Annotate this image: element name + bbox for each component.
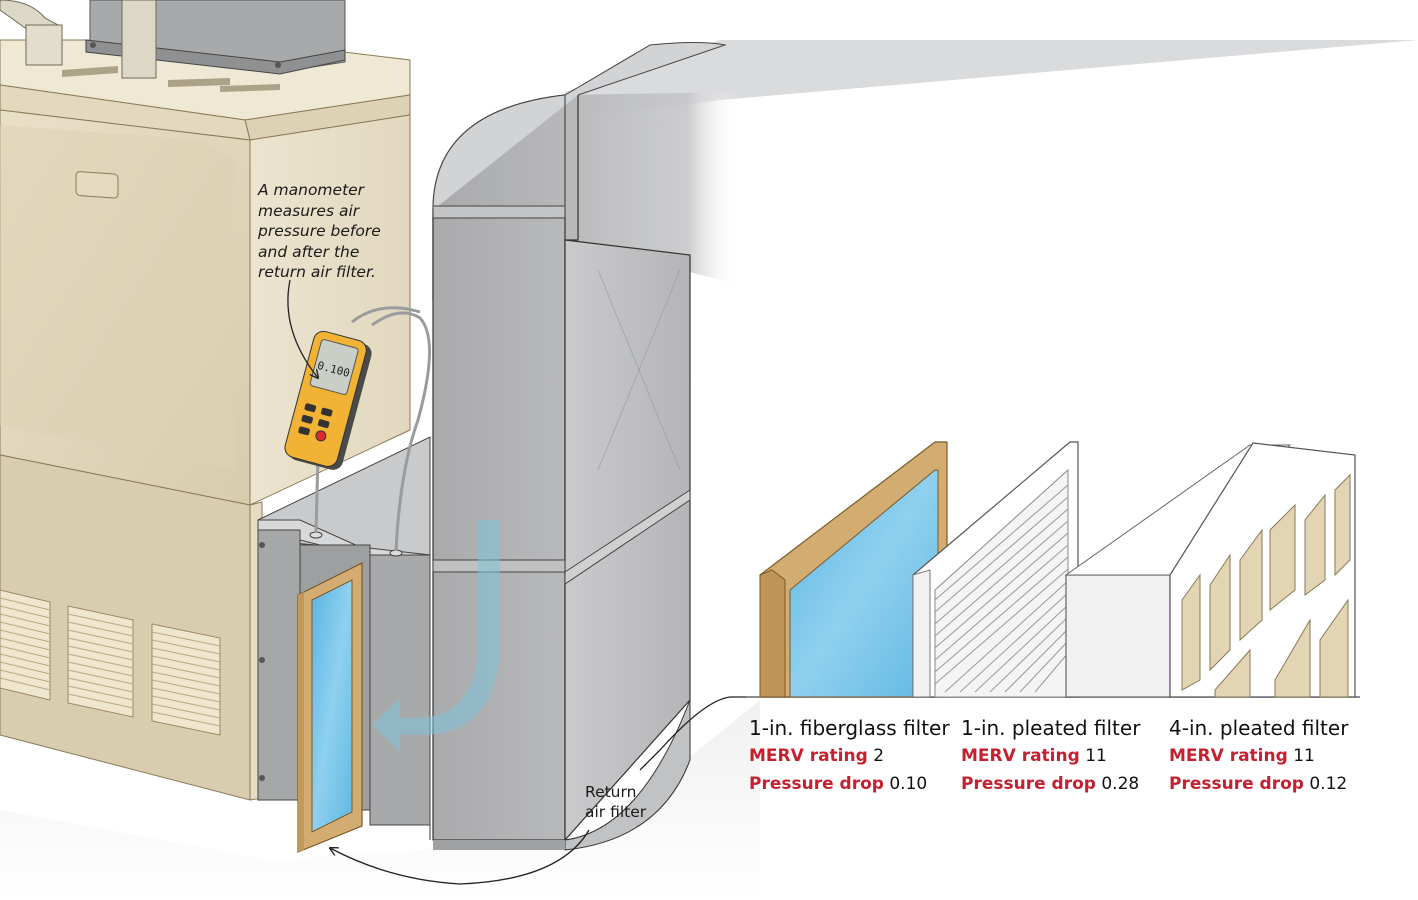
merv-row: MERV rating 2 bbox=[749, 742, 950, 770]
annotation-line: pressure before bbox=[258, 222, 381, 240]
annotation-line: and after the bbox=[258, 242, 360, 261]
filter-title: 1-in. fiberglass filter bbox=[749, 716, 950, 740]
pressure-row: Pressure drop 0.12 bbox=[1169, 770, 1348, 798]
pressure-value: 0.12 bbox=[1309, 774, 1348, 794]
callout-line: air filter bbox=[585, 803, 647, 821]
vent-pipes bbox=[0, 0, 157, 79]
pressure-row: Pressure drop 0.10 bbox=[749, 770, 950, 798]
manometer-hoses bbox=[314, 306, 432, 552]
filter-title: 1-in. pleated filter bbox=[961, 716, 1141, 740]
callout-line: Return bbox=[585, 783, 637, 801]
furnace bbox=[0, 39, 411, 801]
annotation-line: return air filter. bbox=[258, 263, 376, 281]
filter-title: 4-in. pleated filter bbox=[1169, 716, 1349, 740]
merv-row: MERV rating 11 bbox=[1169, 742, 1348, 770]
manometer-annotation: A manometer measures air pressure before… bbox=[258, 180, 428, 283]
pressure-value: 0.10 bbox=[889, 774, 928, 794]
filter-info-fiberglass: 1-in. fiberglass filter MERV rating 2 Pr… bbox=[749, 714, 950, 798]
pressure-label: Pressure drop bbox=[749, 774, 884, 794]
return-air-filter-callout: Return air filter bbox=[585, 782, 646, 822]
floor-shadow bbox=[0, 700, 760, 900]
filter-leader-line bbox=[639, 696, 746, 771]
annotation-arrow bbox=[287, 279, 318, 378]
filter-info-pleated-1in: 1-in. pleated filter MERV rating 11 Pres… bbox=[961, 714, 1140, 798]
merv-value: 11 bbox=[1085, 746, 1107, 766]
annotation-line: measures air bbox=[258, 201, 360, 220]
return-duct bbox=[429, 40, 1418, 851]
filter-info-pleated-4in: 4-in. pleated filter MERV rating 11 Pres… bbox=[1169, 714, 1348, 798]
merv-label: MERV rating bbox=[961, 746, 1080, 766]
manometer: 0.100 bbox=[284, 330, 372, 470]
merv-value: 2 bbox=[873, 746, 885, 766]
return-air-filter bbox=[297, 562, 363, 853]
return-filter-arrow bbox=[330, 829, 590, 885]
furnace-upper-side bbox=[249, 114, 411, 506]
pressure-label: Pressure drop bbox=[961, 774, 1096, 794]
pressure-value: 0.28 bbox=[1101, 774, 1140, 794]
merv-row: MERV rating 11 bbox=[961, 742, 1140, 770]
merv-label: MERV rating bbox=[1169, 746, 1288, 766]
fiberglass-filter-illustration bbox=[759, 441, 948, 698]
pressure-label: Pressure drop bbox=[1169, 774, 1304, 794]
pleated-1in-filter-illustration bbox=[912, 441, 1079, 698]
manometer-screen bbox=[309, 339, 359, 395]
pressure-row: Pressure drop 0.28 bbox=[961, 770, 1140, 798]
merv-value: 11 bbox=[1293, 746, 1315, 766]
annotation-line: A manometer bbox=[258, 181, 365, 199]
merv-label: MERV rating bbox=[749, 746, 868, 766]
pleated-4in-filter-illustration bbox=[1064, 442, 1356, 698]
furnace-handle bbox=[75, 171, 119, 199]
airflow-arrow bbox=[372, 520, 500, 752]
